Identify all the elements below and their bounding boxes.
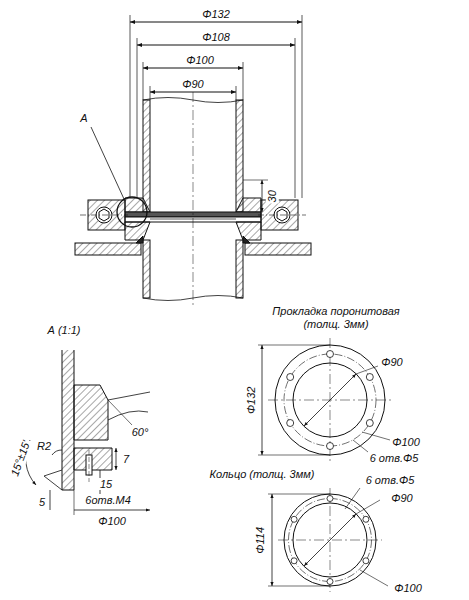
dimension: 6отв.М4 [84, 494, 131, 507]
bolt-hole [287, 420, 294, 427]
part-title: Кольцо (толщ. 3мм) [206, 468, 318, 481]
detail-title: А (1:1) [47, 324, 82, 337]
bolt-hole [366, 420, 373, 427]
bolt-hole [291, 558, 297, 564]
bolt-hole [287, 374, 294, 381]
dimension: R2 [36, 440, 52, 453]
bolt-hole [327, 496, 333, 502]
dimension: 15 [99, 478, 113, 491]
dimension: 7 [122, 453, 130, 466]
bolt-hole [327, 579, 333, 585]
dimension: Φ132 [246, 385, 259, 415]
bolt-hole [291, 516, 297, 522]
dimension: 60° [131, 426, 150, 439]
dimension: 5 [38, 496, 46, 509]
dimension: Φ100 [185, 54, 215, 67]
bolt-hole [327, 443, 334, 450]
dimension: Φ114 [254, 526, 267, 555]
dimension: Φ90 [181, 78, 204, 91]
dimension: Φ90 [390, 492, 413, 505]
dimension: 15°±15' [7, 438, 32, 479]
detail-callout: А [79, 112, 88, 125]
part-title: Прокладка поронитовая (толщ. 3мм) [265, 305, 407, 330]
bolt-hole [363, 516, 369, 522]
bolt-hole [327, 351, 334, 358]
dimension: Φ100 [97, 515, 127, 528]
bolt-hole [366, 374, 373, 381]
dimension: 30 [266, 189, 279, 203]
dimension: Φ132 [201, 8, 231, 21]
dimension: Φ100 [391, 436, 421, 449]
bolt-hole [363, 558, 369, 564]
dimension: 6 отв.Φ5 [365, 474, 416, 487]
dimension: Φ90 [380, 356, 403, 369]
dimension: Φ100 [393, 582, 423, 595]
dimension: Φ108 [201, 31, 231, 44]
dimension: 6 отв.Φ5 [369, 452, 420, 465]
